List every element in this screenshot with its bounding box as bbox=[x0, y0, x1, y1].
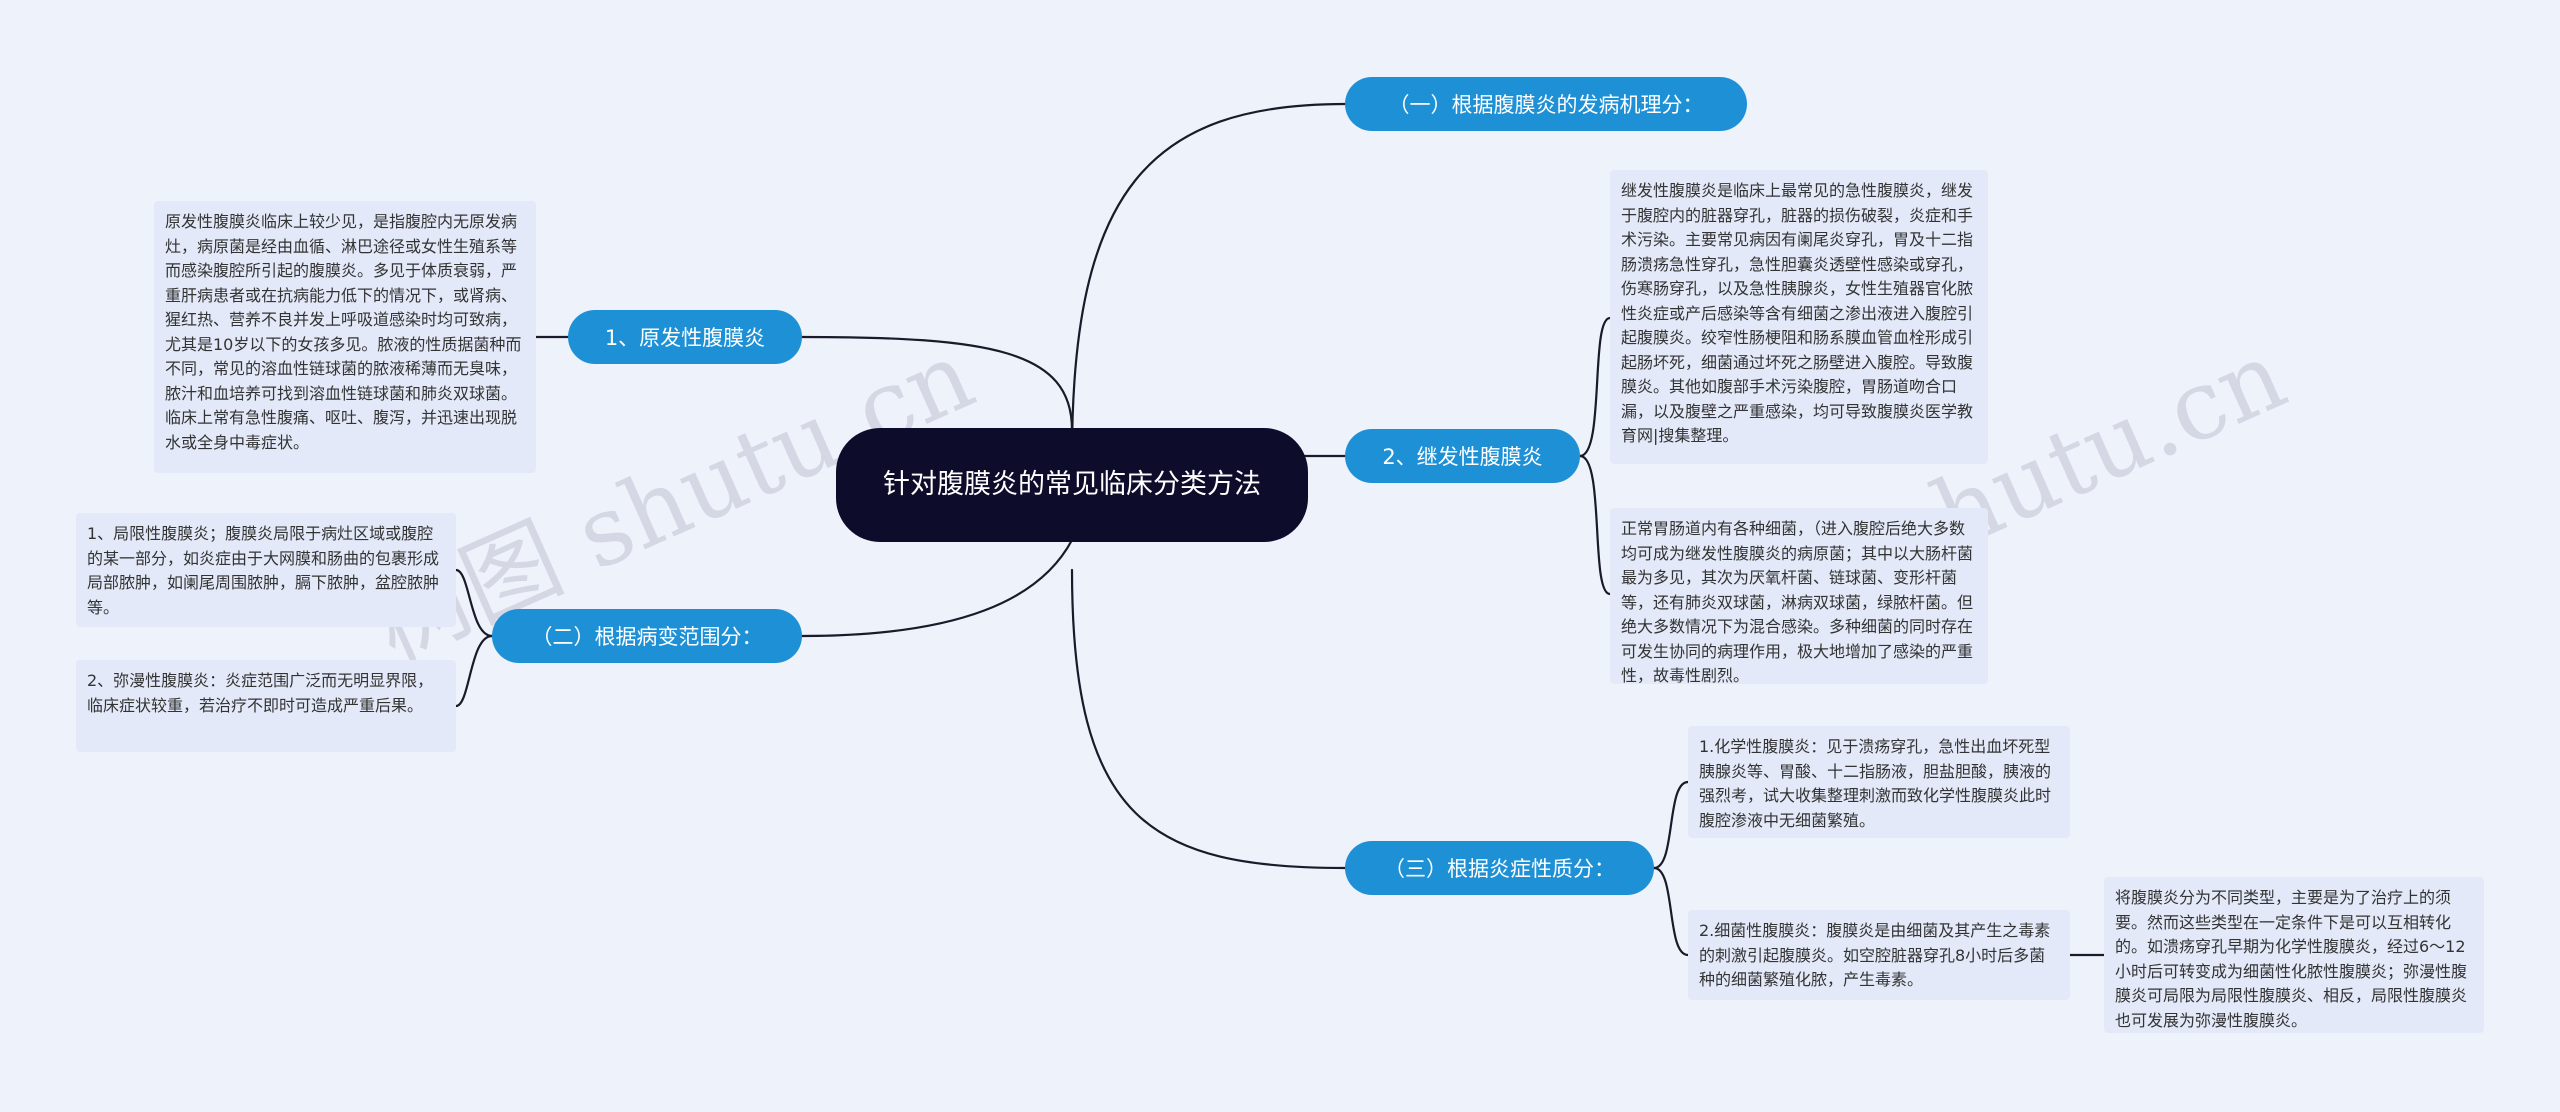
note-nature-chemical: 1.化学性腹膜炎：见于溃疡穿孔，急性出血坏死型胰腺炎等、胃酸、十二指肠液，胆盐胆… bbox=[1688, 726, 2070, 838]
connector-extent-item1 bbox=[454, 568, 494, 638]
note-secondary-bacteria: 正常胃肠道内有各种细菌，（进入腹腔后绝大多数均可成为继发性腹膜炎的病原菌；其中以… bbox=[1610, 508, 1988, 685]
connector-secondary-item2 bbox=[1578, 454, 1612, 596]
branch-primary[interactable]: 1、原发性腹膜炎 bbox=[568, 310, 802, 364]
connector-root-extent bbox=[800, 538, 1074, 638]
connector-root-nature bbox=[1070, 568, 1347, 870]
branch-mechanism[interactable]: （一）根据腹膜炎的发病机理分： bbox=[1345, 77, 1747, 131]
connector-nature-item1 bbox=[1652, 780, 1690, 870]
branch-nature[interactable]: （三）根据炎症性质分： bbox=[1345, 841, 1654, 895]
connector-secondary-item1 bbox=[1578, 316, 1612, 458]
connector-nature-item2 bbox=[1652, 866, 1690, 957]
branch-extent[interactable]: （二）根据病变范围分： bbox=[492, 609, 802, 663]
note-extent-diffuse: 2、弥漫性腹膜炎：炎症范围广泛而无明显界限，临床症状较重，若治疗不即时可造成严重… bbox=[76, 660, 456, 752]
note-nature-conversion: 将腹膜炎分为不同类型，主要是为了治疗上的须要。然而这些类型在一定条件下是可以互相… bbox=[2104, 877, 2484, 1033]
connector-root-mechanism bbox=[1070, 102, 1347, 458]
branch-mechanism-label: （一）根据腹膜炎的发病机理分： bbox=[1388, 93, 1704, 117]
connector-root-primary bbox=[800, 335, 1074, 432]
branch-secondary-label: 2、继发性腹膜炎 bbox=[1382, 445, 1543, 469]
note-extent-localized: 1、局限性腹膜炎；腹膜炎局限于病灶区域或腹腔的某一部分，如炎症由于大网膜和肠曲的… bbox=[76, 513, 456, 627]
connector-extent-item2 bbox=[454, 634, 494, 708]
note-primary: 原发性腹膜炎临床上较少见，是指腹腔内无原发病灶，病原菌是经由血循、淋巴途径或女性… bbox=[154, 201, 536, 473]
note-nature-bacterial: 2.细菌性腹膜炎：腹膜炎是由细菌及其产生之毒素的刺激引起腹膜炎。如空腔脏器穿孔8… bbox=[1688, 910, 2070, 1000]
root-topic-label: 针对腹膜炎的常见临床分类方法 bbox=[883, 469, 1261, 500]
root-topic[interactable]: 针对腹膜炎的常见临床分类方法 bbox=[836, 428, 1308, 542]
branch-primary-label: 1、原发性腹膜炎 bbox=[604, 326, 766, 350]
branch-secondary[interactable]: 2、继发性腹膜炎 bbox=[1345, 429, 1580, 483]
note-secondary-causes: 继发性腹膜炎是临床上最常见的急性腹膜炎，继发于腹腔内的脏器穿孔，脏器的损伤破裂，… bbox=[1610, 170, 1988, 464]
branch-nature-label: （三）根据炎症性质分： bbox=[1384, 857, 1615, 881]
branch-extent-label: （二）根据病变范围分： bbox=[531, 625, 763, 649]
